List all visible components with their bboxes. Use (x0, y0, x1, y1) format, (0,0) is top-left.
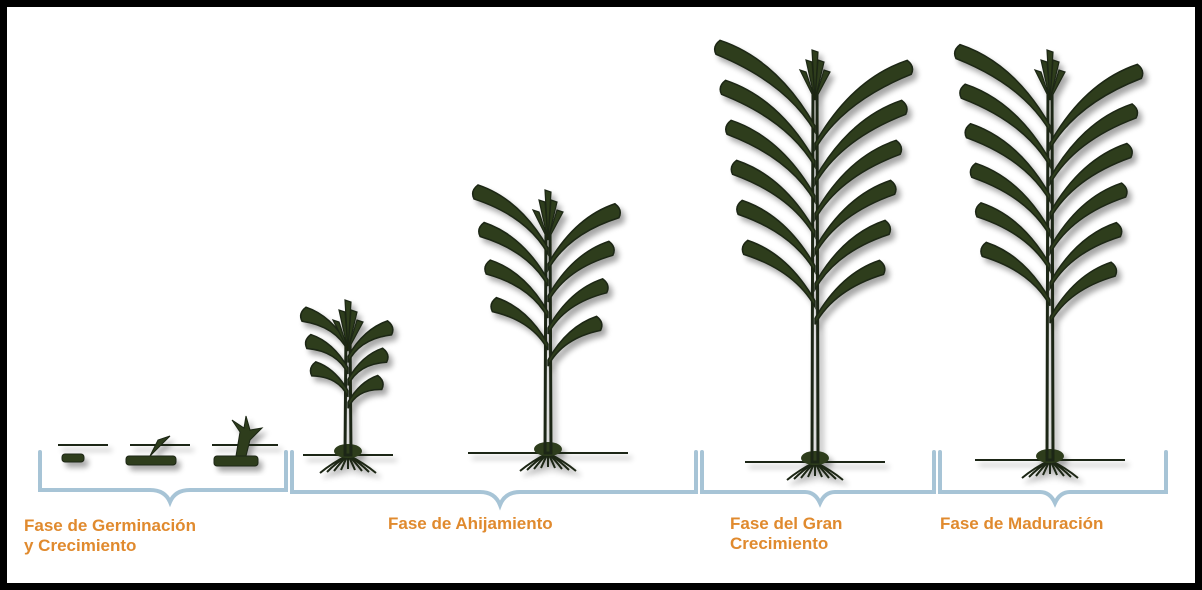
young-sprout (232, 416, 262, 456)
plant-tillering-large-leaf (548, 316, 602, 366)
label-ahijamiento-line1: Fase de Ahijamiento (388, 514, 553, 534)
label-gran-crecimiento: Fase del Gran Crecimiento (730, 514, 842, 554)
plant-tillering-small-leaf (348, 376, 383, 409)
label-gran-crecimiento-line1: Fase del Gran (730, 514, 842, 534)
label-gran-crecimiento-line2: Crecimiento (730, 534, 842, 554)
label-germinacion-line1: Fase de Germinación (24, 516, 196, 536)
label-maduracion-line1: Fase de Maduración (940, 514, 1103, 534)
germination-plants (58, 416, 278, 466)
cane-seed-piece-sprouting (126, 456, 176, 465)
cane-seed-piece (62, 454, 84, 462)
cane-plants (301, 40, 1143, 480)
label-maduracion: Fase de Maduración (940, 514, 1103, 534)
label-germinacion-line2: y Crecimiento (24, 536, 196, 556)
label-germinacion: Fase de Germinación y Crecimiento (24, 516, 196, 556)
label-ahijamiento: Fase de Ahijamiento (388, 514, 553, 534)
cane-seed-piece-rooted (214, 456, 258, 466)
plant-tillering-small-leaf (310, 362, 348, 397)
